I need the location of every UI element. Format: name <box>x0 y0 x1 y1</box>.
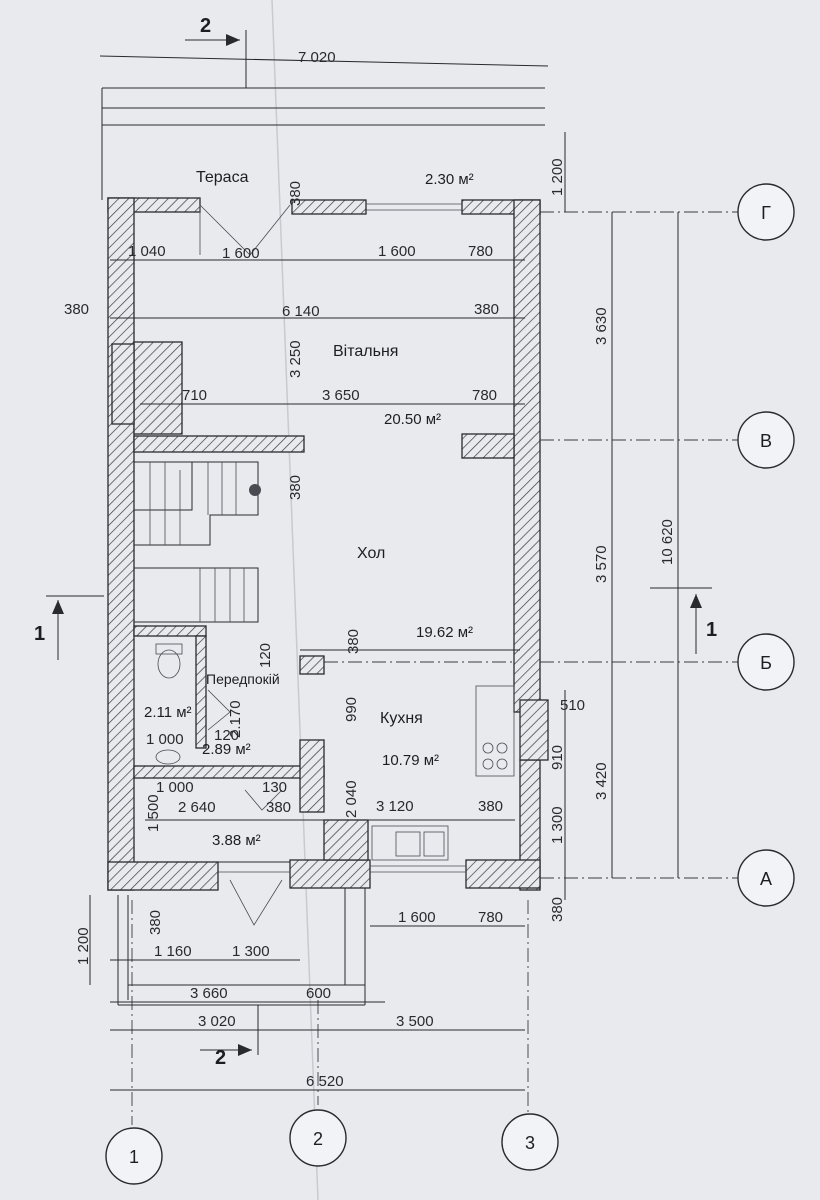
dim-bottom-chain2-1: 3 020 <box>198 1013 236 1030</box>
dim-right-overall: 10 620 <box>659 519 676 565</box>
dimension-lines <box>89 55 679 1091</box>
axis-bubble-v <box>737 411 795 469</box>
walls <box>107 197 549 891</box>
room-area-kitchen: 10.79 м² <box>382 752 439 769</box>
dim-living2-right: 780 <box>472 387 497 404</box>
room-area-terrace: 2.30 м² <box>425 171 474 188</box>
axis-bubble-1 <box>105 1127 163 1185</box>
dim-bottom-entry-1: 380 <box>147 910 164 935</box>
cut-label-top: 2 <box>200 15 211 37</box>
axis-label-3: 3 <box>525 1133 535 1153</box>
axis-bubble-3 <box>501 1113 559 1171</box>
room-label-living: Вітальня <box>333 343 398 360</box>
dim-top-opening-1: 1 040 <box>128 243 166 260</box>
interior-lines <box>101 87 545 1006</box>
axis-bubbles: Г В Б А 1 2 3 <box>105 183 795 1185</box>
dim-bottom-entry-4: 1 300 <box>232 943 270 960</box>
dim-bottom-entry-2: 1 200 <box>75 927 92 965</box>
dim-wall-mid: 380 <box>287 475 304 500</box>
dim-right-small-1: 510 <box>560 697 585 714</box>
dim-right-chain-1: 3 630 <box>593 307 610 345</box>
dim-kitchen-inner-1: 990 <box>343 697 360 722</box>
dim-right-small-4: 380 <box>549 897 566 922</box>
dim-kitchen-inner-3: 3 120 <box>376 798 414 815</box>
dim-kitchen-inner-4: 380 <box>478 798 503 815</box>
room-label-hallway: Передпокій <box>206 671 280 687</box>
dim-bottom-entry-3: 1 160 <box>154 943 192 960</box>
section-cuts: 2 2 1 1 <box>34 15 717 1069</box>
dim-living-width: 6 140 <box>282 303 320 320</box>
room-area-storage: 3.88 м² <box>212 832 261 849</box>
room-area-bathroom: 2.11 м² <box>144 704 192 721</box>
dim-top-terrace-depth: 1 200 <box>549 158 566 196</box>
dim-bottom-overall: 6 520 <box>306 1073 344 1090</box>
room-area-hallway: 2.89 м² <box>202 741 251 758</box>
dim-top-opening-4: 780 <box>468 243 493 260</box>
dim-left-inner-5: 1 000 <box>156 779 194 796</box>
dim-wall-top: 380 <box>287 181 304 206</box>
axis-bubble-2 <box>289 1109 347 1167</box>
axis-bubble-a <box>737 849 795 907</box>
dimension-texts: 7 020 1 200 380 1 040 1 600 1 600 780 38… <box>64 49 676 1090</box>
room-area-living: 20.50 м² <box>384 411 441 428</box>
dim-bottom-opening-2: 780 <box>478 909 503 926</box>
dim-bottom-chain2-2: 3 500 <box>396 1013 434 1030</box>
dim-top-opening-2: 1 600 <box>222 245 260 262</box>
dim-hall-kitchen-wall: 380 <box>345 629 362 654</box>
dim-kitchen-inner-2: 2 040 <box>343 780 360 818</box>
room-label-terrace: Тераса <box>196 169 249 186</box>
dim-left-inner-8: 2 640 <box>178 799 216 816</box>
axis-label-b: Б <box>760 653 772 673</box>
room-label-kitchen: Кухня <box>380 710 423 727</box>
dim-right-small-2: 910 <box>549 745 566 770</box>
dim-bottom-opening-1: 1 600 <box>398 909 436 926</box>
room-label-hall: Хол <box>357 545 385 562</box>
dim-top-overall: 7 020 <box>298 49 336 66</box>
dim-living-height: 3 250 <box>287 340 304 378</box>
axis-bubble-b <box>737 633 795 691</box>
dim-left-inner-4: 120 <box>214 727 239 744</box>
dim-living2-left: 710 <box>182 387 207 404</box>
dim-top-opening-3: 1 600 <box>378 243 416 260</box>
axis-label-v: В <box>760 431 772 451</box>
cut-label-left: 1 <box>34 623 45 645</box>
dim-right-chain-3: 3 420 <box>593 762 610 800</box>
dim-left-inner-6: 130 <box>262 779 287 796</box>
dim-left-inner-1: 2.170 <box>227 700 244 738</box>
dim-left-inner-3: 1 000 <box>146 731 184 748</box>
dim-left-inner-2: 120 <box>257 643 274 668</box>
room-labels: Тераса 2.30 м² Вітальня 20.50 м² Хол 19.… <box>144 169 474 849</box>
axis-label-g: Г <box>761 203 771 223</box>
dim-left-inner-9: 380 <box>266 799 291 816</box>
dim-bottom-chain1-2: 600 <box>306 985 331 1002</box>
dim-right-small-3: 1 300 <box>549 806 566 844</box>
cut-label-bottom: 2 <box>215 1047 226 1069</box>
cut-label-right: 1 <box>706 619 717 641</box>
axis-bubble-g <box>737 183 795 241</box>
paper-fold <box>271 0 319 1200</box>
axis-label-a: А <box>760 869 772 889</box>
dim-bottom-chain1-1: 3 660 <box>190 985 228 1002</box>
dim-living2-mid: 3 650 <box>322 387 360 404</box>
stair-newel <box>249 484 261 496</box>
dim-living-left: 380 <box>64 301 89 318</box>
dim-left-inner-7: 1 500 <box>145 794 162 832</box>
dim-right-chain-2: 3 570 <box>593 545 610 583</box>
dim-living-right: 380 <box>474 301 499 318</box>
axis-label-2: 2 <box>313 1129 323 1149</box>
room-area-hall: 19.62 м² <box>416 624 473 641</box>
axis-label-1: 1 <box>129 1147 139 1167</box>
